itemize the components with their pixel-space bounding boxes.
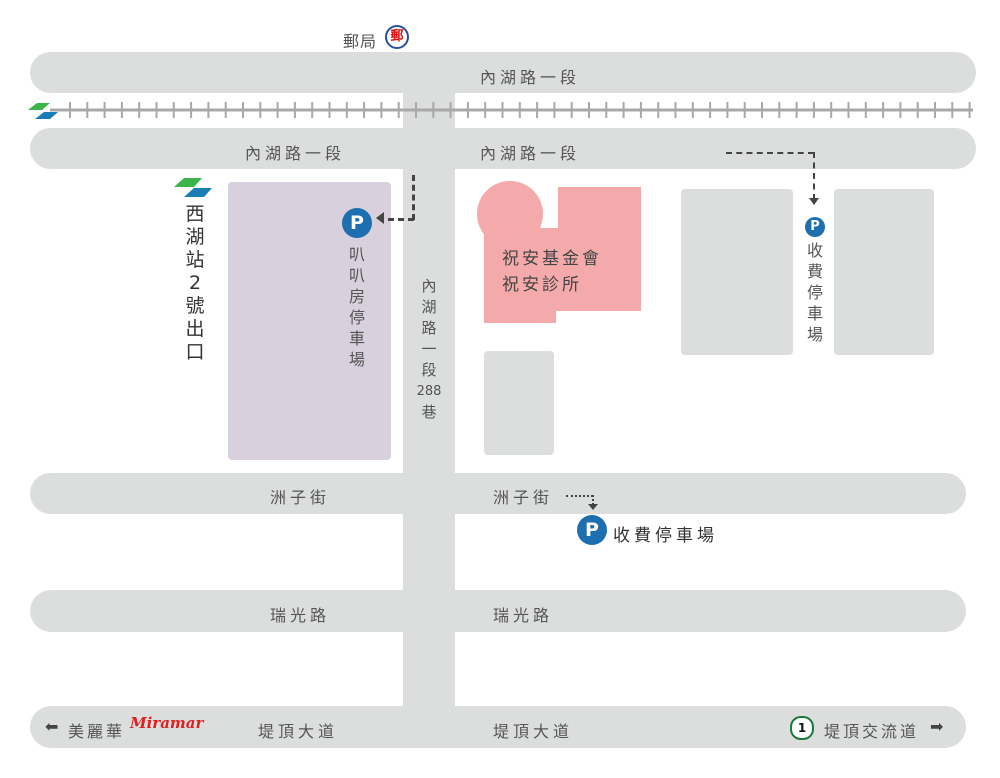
dashed-route [388,218,414,221]
exit-char: 2 [188,272,202,294]
highway-shield-icon: 1 [790,716,814,740]
label-zhouzi-left: 洲子街 [270,488,331,507]
label-char: 停 [348,308,365,327]
label-neihu-top: 內湖路一段 [480,68,581,87]
label-ruiguang-right: 瑞光路 [493,606,554,625]
dashed-route [592,495,594,505]
arrow-left-icon: ⬅ [45,717,59,736]
exit-char: 站 [185,249,205,271]
clinic-name: 祝安診所 [502,275,582,295]
label-char: 叭 [348,266,365,285]
post-office-label: 郵局 [343,32,378,51]
lane-char: 巷 [421,403,437,421]
lane-char: 288 [416,384,442,399]
paid-parking-label: 收 費 停 車 場 [805,240,825,345]
dashed-route [726,152,814,154]
label-zhouzi-right: 洲子街 [493,488,554,507]
mrt-exit-label: 西 湖 站 2 號 出 口 [183,203,207,364]
label-char: 費 [806,262,823,281]
building-block [484,351,554,455]
foundation-building [484,300,556,323]
label-neihu-right: 內湖路一段 [480,144,581,163]
miramar-label: 美麗華 [68,722,126,741]
railway [28,102,973,119]
label-char: 收 [806,241,823,260]
label-char: 車 [348,329,365,348]
baba-parking-label: 叭 叭 房 停 車 場 [347,244,367,370]
arrow-right-icon: ➡ [930,717,944,736]
exit-char: 出 [185,318,205,340]
lane-char: 內 [421,277,437,295]
mrt-logo [174,178,212,197]
parking-icon: P [805,217,825,237]
road-neihu-bottom [30,128,976,169]
arrow-down-icon [809,198,819,205]
dashed-route [813,152,815,200]
foundation-building [477,181,543,247]
label-char: 停 [806,283,823,302]
road-zhouzi [30,473,966,514]
miramar-logo: Miramar [130,714,204,732]
dashed-route [412,175,415,220]
exit-char: 口 [185,341,205,363]
post-office-icon: 郵 [385,25,409,49]
lane-char: 段 [421,361,437,379]
label-char: 場 [806,325,823,344]
lane-char: 湖 [421,298,437,316]
exit-char: 西 [185,203,205,225]
arrow-left-icon [376,212,384,224]
foundation-label: 祝安基金會 祝安診所 [502,246,602,298]
road-ruiguang [30,590,966,632]
label-lane-288: 內 湖 路 一 段 288 巷 [412,276,446,423]
arrow-down-icon [588,504,598,510]
lane-char: 一 [421,340,437,358]
foundation-name: 祝安基金會 [502,249,602,269]
label-char: 場 [348,350,365,369]
parking-icon: P [577,515,607,545]
building-block [681,189,793,355]
parking-icon: P [342,208,372,238]
dashed-route [566,495,593,497]
building-block [834,189,934,355]
road-lane-288 [403,80,455,720]
label-diding-right: 堤頂大道 [493,722,574,741]
label-char: 叭 [348,245,365,264]
paid-parking-label: 收費停車場 [613,526,718,546]
label-ruiguang-left: 瑞光路 [270,606,331,625]
label-diding-left: 堤頂大道 [258,722,339,741]
mrt-logo-blue [35,112,58,119]
label-char: 車 [806,304,823,323]
exit-char: 號 [185,295,205,317]
mrt-logo-green [28,103,50,110]
lane-char: 路 [421,319,437,337]
interchange-label: 堤頂交流道 [824,722,920,741]
label-neihu-left: 內湖路一段 [245,144,346,163]
exit-char: 湖 [185,226,205,248]
label-char: 房 [348,287,365,306]
road-neihu-top [30,52,976,93]
